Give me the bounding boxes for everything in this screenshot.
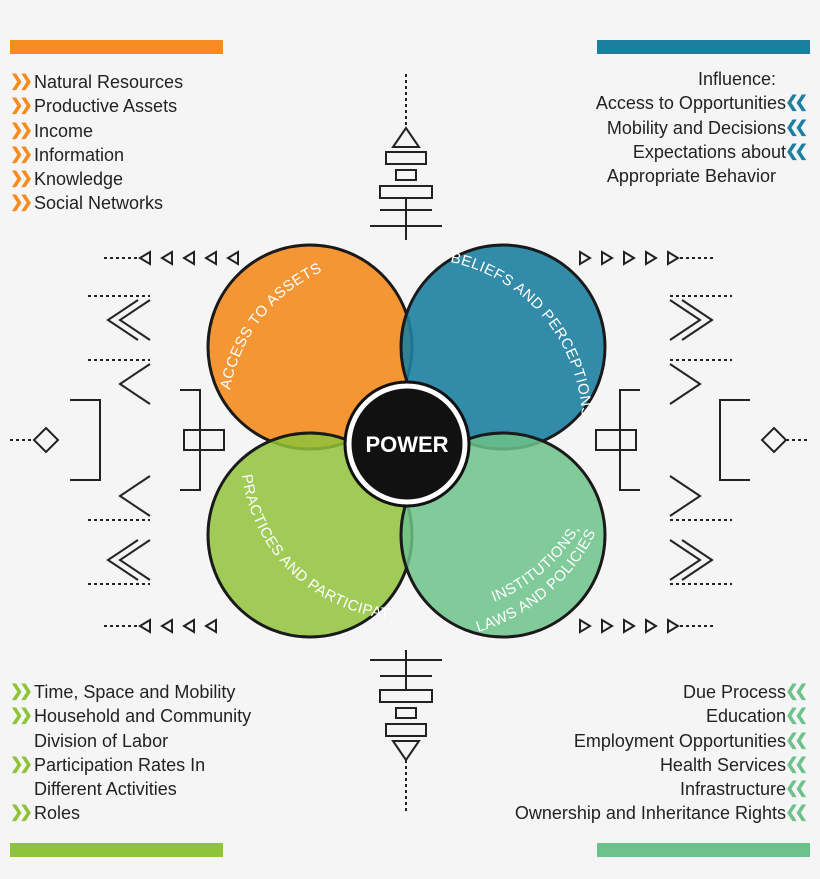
arrow-row-bottom-left	[138, 618, 217, 634]
list-item: Division of Labor	[34, 730, 169, 751]
list-item: ❯❯Knowledge	[10, 167, 183, 191]
orange-accent-bar	[10, 40, 223, 54]
list-item: ❯❯Productive Assets	[10, 94, 183, 118]
double-chevron-left-icon: ❮❮	[785, 118, 808, 136]
list-item: Ownership and Inheritance Rights❮❮	[515, 801, 810, 825]
beliefs-list: Influence: Access to Opportunities❮❮ Mob…	[596, 67, 810, 188]
double-chevron-right-icon: ❯❯	[10, 170, 33, 188]
list-item: ❯❯Participation Rates In	[10, 753, 251, 777]
list-heading: Influence:	[697, 69, 776, 89]
double-chevron-left-icon: ❮❮	[785, 804, 808, 822]
list-item: ❯❯Information	[10, 143, 183, 167]
lightgreen-accent-bar	[10, 843, 223, 857]
assets-list: ❯❯Natural Resources ❯❯Productive Assets …	[10, 70, 183, 216]
list-item: ❯❯Income	[10, 119, 183, 143]
double-chevron-right-icon: ❯❯	[10, 683, 33, 700]
list-item: ❯❯Social Networks	[10, 191, 183, 215]
double-chevron-right-icon: ❯❯	[10, 707, 33, 725]
double-chevron-left-icon: ❮❮	[785, 755, 808, 773]
double-chevron-right-icon: ❯❯	[10, 755, 33, 773]
power-label: POWER	[365, 432, 448, 457]
list-item: Mobility and Decisions❮❮	[596, 116, 810, 140]
double-chevron-right-icon: ❯❯	[10, 804, 33, 822]
arrow-row-bottom-right	[579, 618, 680, 634]
list-item: ❯❯Time, Space and Mobility	[10, 680, 251, 704]
double-chevron-right-icon: ❯❯	[10, 194, 33, 212]
double-chevron-left-icon: ❮❮	[785, 780, 808, 798]
list-item: Health Services❮❮	[515, 753, 810, 777]
double-chevron-left-icon: ❮❮	[785, 731, 808, 749]
list-item: Education❮❮	[515, 704, 810, 728]
double-chevron-right-icon: ❯❯	[10, 145, 33, 163]
double-chevron-right-icon: ❯❯	[10, 121, 33, 139]
list-item: Different Activities	[34, 779, 177, 800]
list-item: ❯❯Roles	[10, 801, 251, 825]
list-item: ❯❯Household and Community	[10, 704, 251, 728]
arrow-row-top-right	[579, 250, 680, 266]
seagreen-accent-bar	[597, 843, 810, 857]
power-center: POWER	[343, 380, 471, 508]
double-chevron-right-icon: ❯❯	[10, 73, 33, 90]
list-item: Due Process❮❮	[515, 680, 810, 704]
list-item: Infrastructure❮❮	[515, 777, 810, 801]
double-chevron-right-icon: ❯❯	[10, 97, 33, 115]
list-item: Expectations about❮❮	[596, 140, 810, 164]
tribal-pattern	[10, 74, 810, 812]
list-item: ❯❯Natural Resources	[10, 70, 183, 94]
list-item: Employment Opportunities❮❮	[515, 729, 810, 753]
list-item: Appropriate Behavior	[606, 166, 776, 187]
double-chevron-left-icon: ❮❮	[785, 707, 808, 725]
double-chevron-left-icon: ❮❮	[785, 142, 808, 160]
blue-accent-bar	[597, 40, 810, 54]
arrow-row-top-left	[138, 250, 239, 266]
double-chevron-left-icon: ❮❮	[785, 683, 808, 700]
institutions-list: Due Process❮❮ Education❮❮ Employment Opp…	[515, 680, 810, 826]
double-chevron-left-icon: ❮❮	[785, 94, 808, 112]
practices-list: ❯❯Time, Space and Mobility ❯❯Household a…	[10, 680, 251, 826]
list-item: Access to Opportunities❮❮	[596, 91, 810, 115]
